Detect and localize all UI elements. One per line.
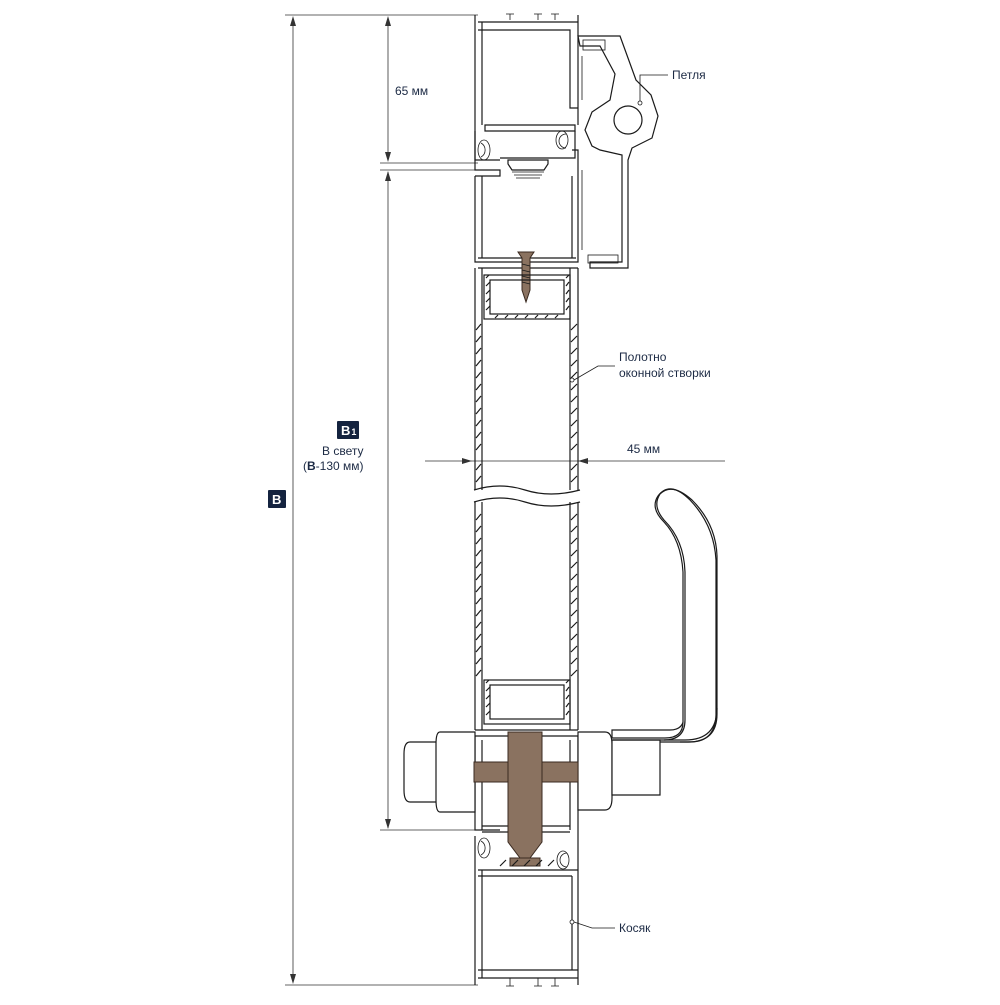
reinforcement-bottom [483, 679, 571, 725]
b-badge-letter: B [272, 492, 281, 507]
sash-label-line1: Полотно [619, 350, 667, 364]
dimension-65mm-label: 65 мм [395, 84, 428, 98]
dimension-65mm [380, 16, 478, 164]
handle-cylinder-left [403, 731, 476, 813]
leaders [569, 74, 668, 929]
hinge-label: Петля [672, 68, 706, 82]
hinge [577, 35, 659, 269]
hinge-pin-hole [613, 105, 643, 135]
clear-opening-formula: (B-130 мм) [303, 459, 364, 473]
b1-badge: B1 [337, 421, 359, 439]
svg-text:B1: B1 [341, 423, 356, 438]
b-badge: B [268, 490, 286, 508]
bottom-seal [477, 837, 570, 870]
b1-badge-subscript: 1 [351, 427, 356, 437]
top-seal [477, 130, 569, 161]
frame-label: Косяк [619, 921, 651, 935]
dimension-B1-clear [380, 169, 478, 831]
b1-badge-letter: B [341, 423, 350, 438]
bottom-frame-profile [474, 836, 579, 987]
sash-label-line2: оконной створки [619, 366, 711, 380]
dimension-45mm [425, 458, 725, 464]
clear-opening-label: В свету [322, 444, 363, 458]
top-drain-cap [500, 157, 556, 179]
overall-dimension-B [285, 14, 478, 986]
fixing-screw [517, 251, 535, 304]
dimension-45mm-label: 45 мм [627, 442, 660, 456]
window-handle [577, 488, 718, 811]
top-frame-profile [474, 13, 579, 177]
handle-spindle [473, 731, 579, 867]
sash-profile-top [474, 131, 579, 269]
